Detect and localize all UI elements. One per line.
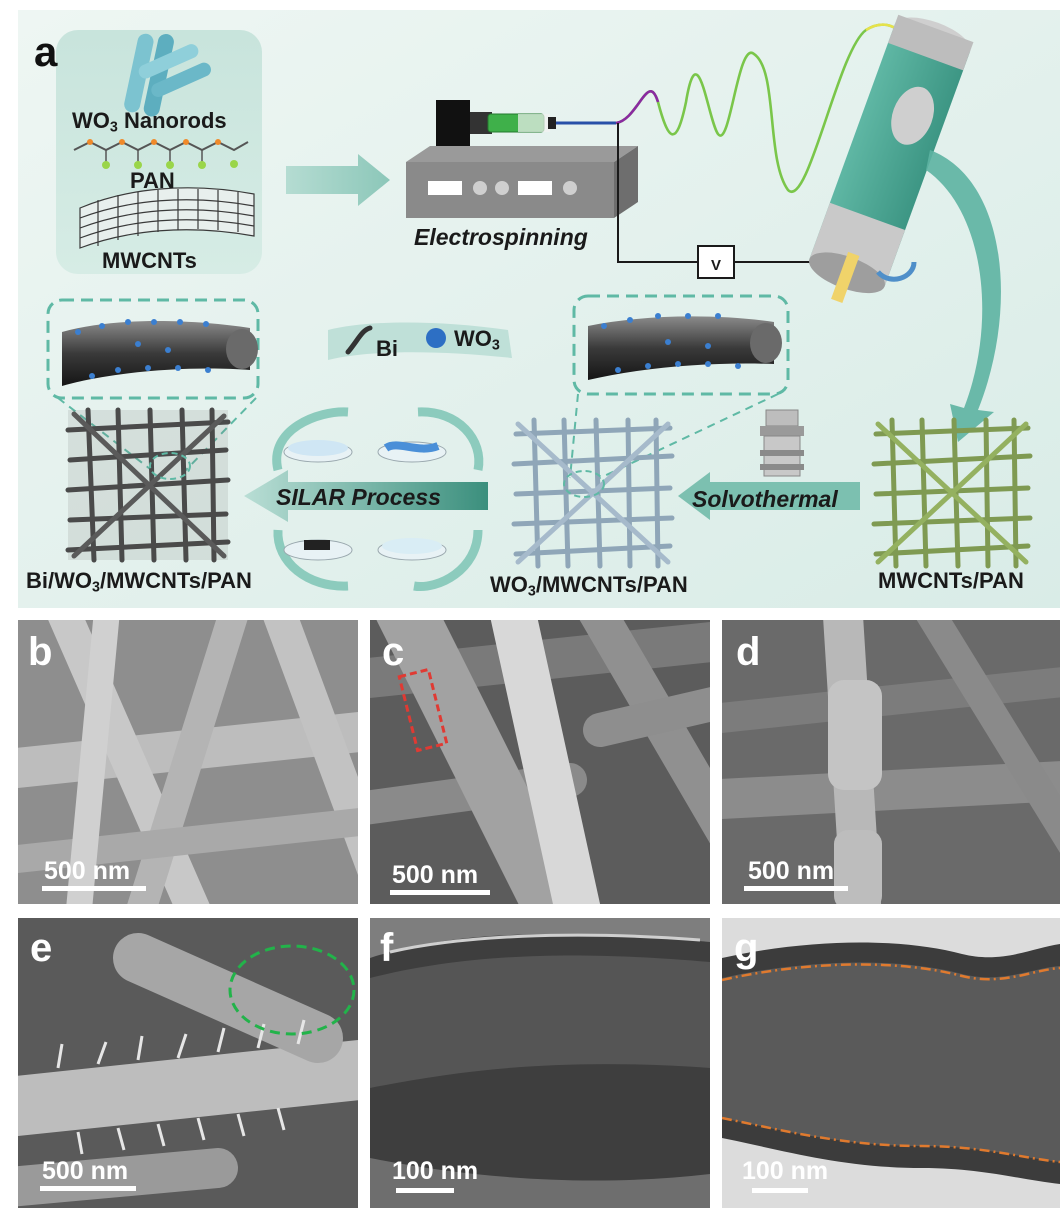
solvothermal-arrow xyxy=(678,472,860,520)
autoclave-icon xyxy=(760,409,804,477)
mat-bi-wo3 xyxy=(65,407,231,563)
scale-bar-b xyxy=(42,886,146,891)
sem-fibers-c xyxy=(370,620,710,904)
panel-b-sem: b 500 nm xyxy=(18,620,358,904)
panel-d-sem: d 500 nm xyxy=(722,620,1060,904)
panel-letter-c: c xyxy=(382,630,405,674)
scale-label-d: 500 nm xyxy=(748,857,835,885)
scale-bar-g xyxy=(752,1188,808,1193)
tem-fiber-f xyxy=(370,933,710,1208)
panel-e-sem: e 500 nm xyxy=(18,918,358,1208)
label-mwcnts-pan: MWCNTs/PAN xyxy=(878,568,1024,593)
panel-c-sem: c 500 nm xyxy=(370,620,710,904)
panel-letter-e: e xyxy=(30,926,53,970)
orange-boundary-top xyxy=(722,963,1060,982)
label-mwcnts: MWCNTs xyxy=(102,248,197,273)
arrow-to-electrospinning xyxy=(286,154,390,206)
label-silar-process: SILAR Process xyxy=(276,484,441,510)
scale-label-f: 100 nm xyxy=(392,1157,479,1185)
panel-letter-g: g xyxy=(734,926,759,970)
mat-wo3 xyxy=(511,417,675,569)
panel-a: V xyxy=(18,10,1060,608)
red-highlight-box xyxy=(397,667,449,753)
orange-boundary-bottom xyxy=(722,1116,1060,1164)
label-pan: PAN xyxy=(130,168,175,193)
scale-label-c: 500 nm xyxy=(392,861,479,889)
panel-g-tem: g 100 nm xyxy=(722,918,1060,1208)
sem-fibers-e xyxy=(18,933,358,1207)
scale-label-e: 500 nm xyxy=(42,1157,129,1185)
silar-arrow xyxy=(244,470,488,522)
label-solvothermal: Solvothermal xyxy=(692,486,838,512)
panel-letter-d: d xyxy=(736,630,761,674)
rotating-collector-icon xyxy=(808,14,974,304)
mat-mwcnts-pan xyxy=(871,417,1033,569)
zoom-box-right xyxy=(572,294,790,396)
mwcnt-icon xyxy=(79,187,255,249)
electrospinning-jet xyxy=(615,23,928,194)
scale-bar-e xyxy=(40,1186,136,1191)
label-wo3-nanorods: WO3 Nanorods xyxy=(72,108,227,136)
legend-ribbon xyxy=(328,322,512,360)
silar-cycle-icon xyxy=(272,407,484,591)
bi-legend-icon xyxy=(345,325,373,355)
sem-fibers-d xyxy=(722,620,1060,904)
pan-chain-icon xyxy=(73,139,249,169)
sem-fibers-b xyxy=(18,620,358,904)
scale-bar-c xyxy=(390,890,490,895)
green-highlight-ellipse xyxy=(228,944,356,1036)
scale-label-b: 500 nm xyxy=(44,857,131,885)
scale-bar-d xyxy=(744,886,848,891)
label-wo3-mwcnts-pan: WO3/MWCNTs/PAN xyxy=(490,572,688,600)
voltage-source-icon xyxy=(697,245,735,279)
panel-a-artwork: V xyxy=(18,10,1060,608)
wo3-nanorods-icon xyxy=(124,33,211,117)
legend-bi: Bi xyxy=(376,336,398,361)
panel-letter-b: b xyxy=(28,630,53,674)
arrow-collector-to-mat xyxy=(926,150,1001,442)
label-electrospinning: Electrospinning xyxy=(414,224,588,250)
rotation-arrow xyxy=(876,261,917,282)
wo3-legend-icon xyxy=(426,328,446,348)
zoom-box-left xyxy=(46,298,260,400)
tem-fiber-g xyxy=(722,942,1060,1184)
panel-f-tem: f 100 nm xyxy=(370,918,710,1208)
panel-letter-a: a xyxy=(34,28,58,75)
voltage-symbol: V xyxy=(711,257,721,274)
electrospinning-machine-icon xyxy=(406,100,638,218)
legend-wo3: WO3 xyxy=(454,326,500,354)
scale-label-g: 100 nm xyxy=(742,1157,829,1185)
label-bi-wo3-mwcnts-pan: Bi/WO3/MWCNTs/PAN xyxy=(26,568,252,596)
panel-letter-f: f xyxy=(380,926,394,970)
scale-bar-f xyxy=(396,1188,454,1193)
